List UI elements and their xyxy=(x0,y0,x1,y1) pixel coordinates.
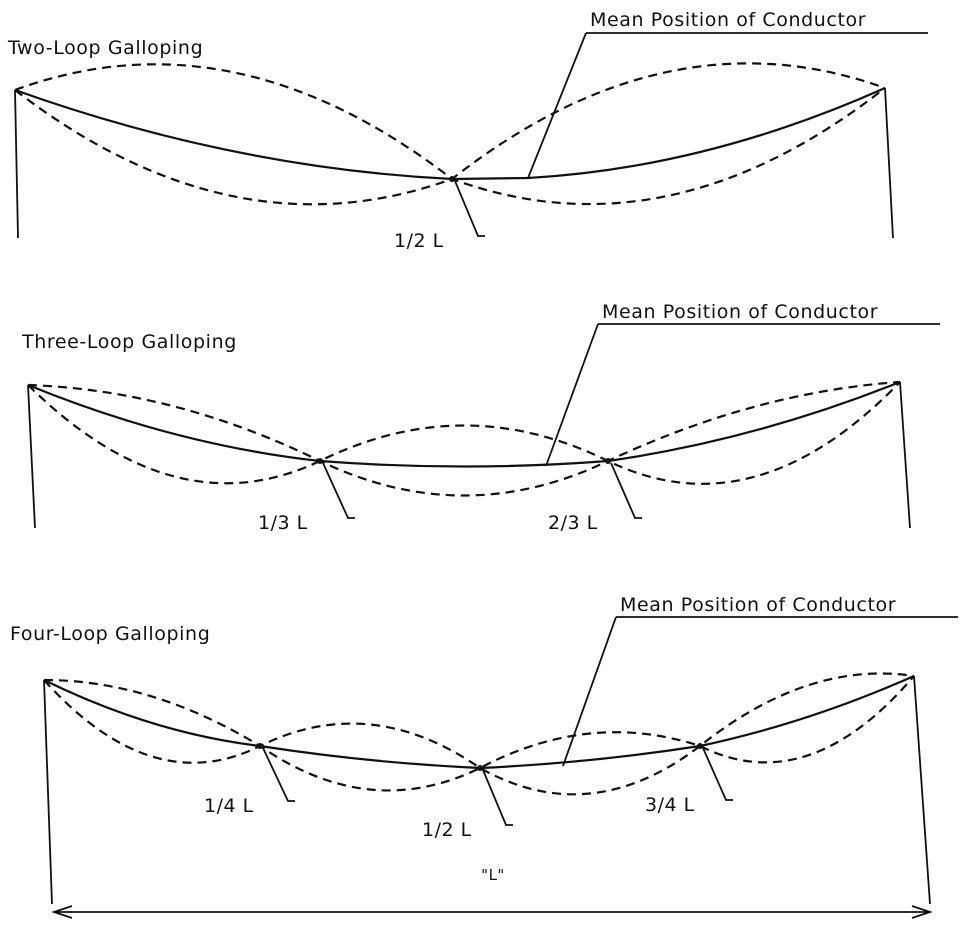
tower-right xyxy=(899,381,911,529)
panel-title: Four-Loop Galloping xyxy=(10,623,210,645)
node-leader xyxy=(702,747,733,801)
conductor-mean-position xyxy=(43,674,915,770)
node-label: 3/4 L xyxy=(645,794,695,816)
node-leader xyxy=(262,747,295,802)
node-label: 1/4 L xyxy=(204,795,254,817)
conductor-loop-extreme-b xyxy=(43,675,915,792)
panel-two-loop: Two-Loop Galloping Mean Position of Cond… xyxy=(7,9,928,252)
node-leader xyxy=(322,462,355,519)
conductor-mean-position xyxy=(14,86,886,181)
tower-left xyxy=(27,384,36,529)
node-marker xyxy=(697,743,703,749)
node-label: 2/3 L xyxy=(548,512,598,534)
node-marker xyxy=(257,743,263,749)
mean-position-label: Mean Position of Conductor xyxy=(590,9,866,31)
node-marker xyxy=(477,765,483,771)
panel-four-loop: Four-Loop Galloping Mean Position of Con… xyxy=(10,594,958,919)
panel-title: Three-Loop Galloping xyxy=(21,331,237,353)
conductor-loop-extreme-a xyxy=(43,672,915,796)
node-marker xyxy=(449,176,455,182)
mean-position-label: Mean Position of Conductor xyxy=(602,301,878,323)
panel-three-loop: Three-Loop Galloping Mean Position of Co… xyxy=(21,301,940,534)
node-leader xyxy=(610,462,642,519)
conductor-loop-extreme-b xyxy=(27,380,901,497)
panel-title: Two-Loop Galloping xyxy=(7,37,203,59)
mean-position-label: Mean Position of Conductor xyxy=(620,594,896,616)
node-marker xyxy=(317,458,323,464)
span-label: "L" xyxy=(481,866,505,884)
node-marker xyxy=(605,458,611,464)
conductor-loop-extreme-b xyxy=(14,63,886,206)
span-dimension: "L" xyxy=(51,866,933,919)
span-arrow-right xyxy=(911,905,933,919)
conductor-loop-extreme-a xyxy=(27,381,901,485)
tower-left xyxy=(43,679,53,905)
conductor-mean-position xyxy=(27,380,901,468)
tower-right xyxy=(913,675,931,905)
conductor-loop-extreme-a xyxy=(14,62,886,206)
mean-label-leader xyxy=(562,616,617,767)
tower-right xyxy=(884,87,894,239)
node-leader xyxy=(454,180,485,237)
node-label: 1/2 L xyxy=(422,819,472,841)
node-label: 1/3 L xyxy=(258,512,308,534)
span-arrow-left xyxy=(51,905,73,919)
node-label: 1/2 L xyxy=(394,230,444,252)
tower-left xyxy=(14,89,19,239)
mean-label-leader xyxy=(527,32,587,179)
mean-label-leader xyxy=(545,323,599,467)
node-leader xyxy=(482,769,513,826)
